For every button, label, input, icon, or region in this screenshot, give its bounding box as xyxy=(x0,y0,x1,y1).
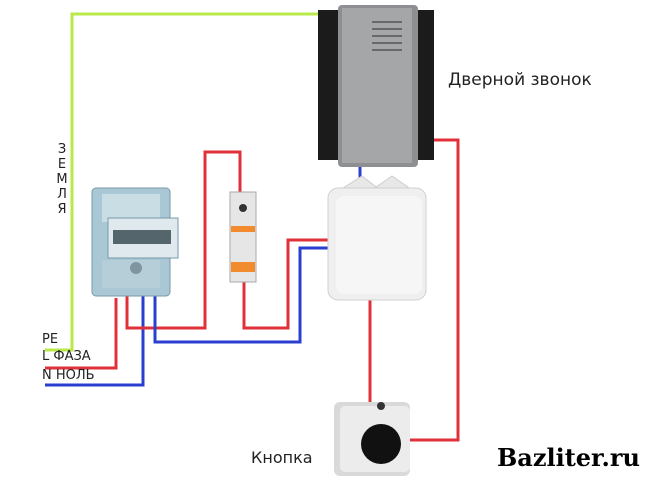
phase-input-wire xyxy=(45,298,118,370)
doorbell-label: Дверной звонок xyxy=(448,70,592,90)
circuit-breaker xyxy=(229,191,257,283)
phase-label: L ФАЗА xyxy=(42,349,91,364)
earth-label: ЗЕМЛЯ xyxy=(56,142,68,217)
electric-meter xyxy=(91,187,179,297)
neutral-meter-box-wire xyxy=(153,246,332,344)
button-label: Кнопка xyxy=(251,448,313,467)
pe-label: PE xyxy=(42,332,59,347)
neutral-input-wire xyxy=(45,293,145,387)
watermark-logo: Bazliter.ru xyxy=(497,443,640,472)
phase-breaker-box-wire xyxy=(242,238,332,330)
earth-wire xyxy=(45,12,322,352)
neutral-label: N НОЛЬ xyxy=(42,368,95,383)
doorbell-device xyxy=(318,5,434,167)
phase-meter-breaker-wire xyxy=(125,150,242,330)
doorbell-push-button xyxy=(334,402,410,476)
phase-button-bell-wire xyxy=(405,138,460,442)
junction-box xyxy=(327,175,427,301)
